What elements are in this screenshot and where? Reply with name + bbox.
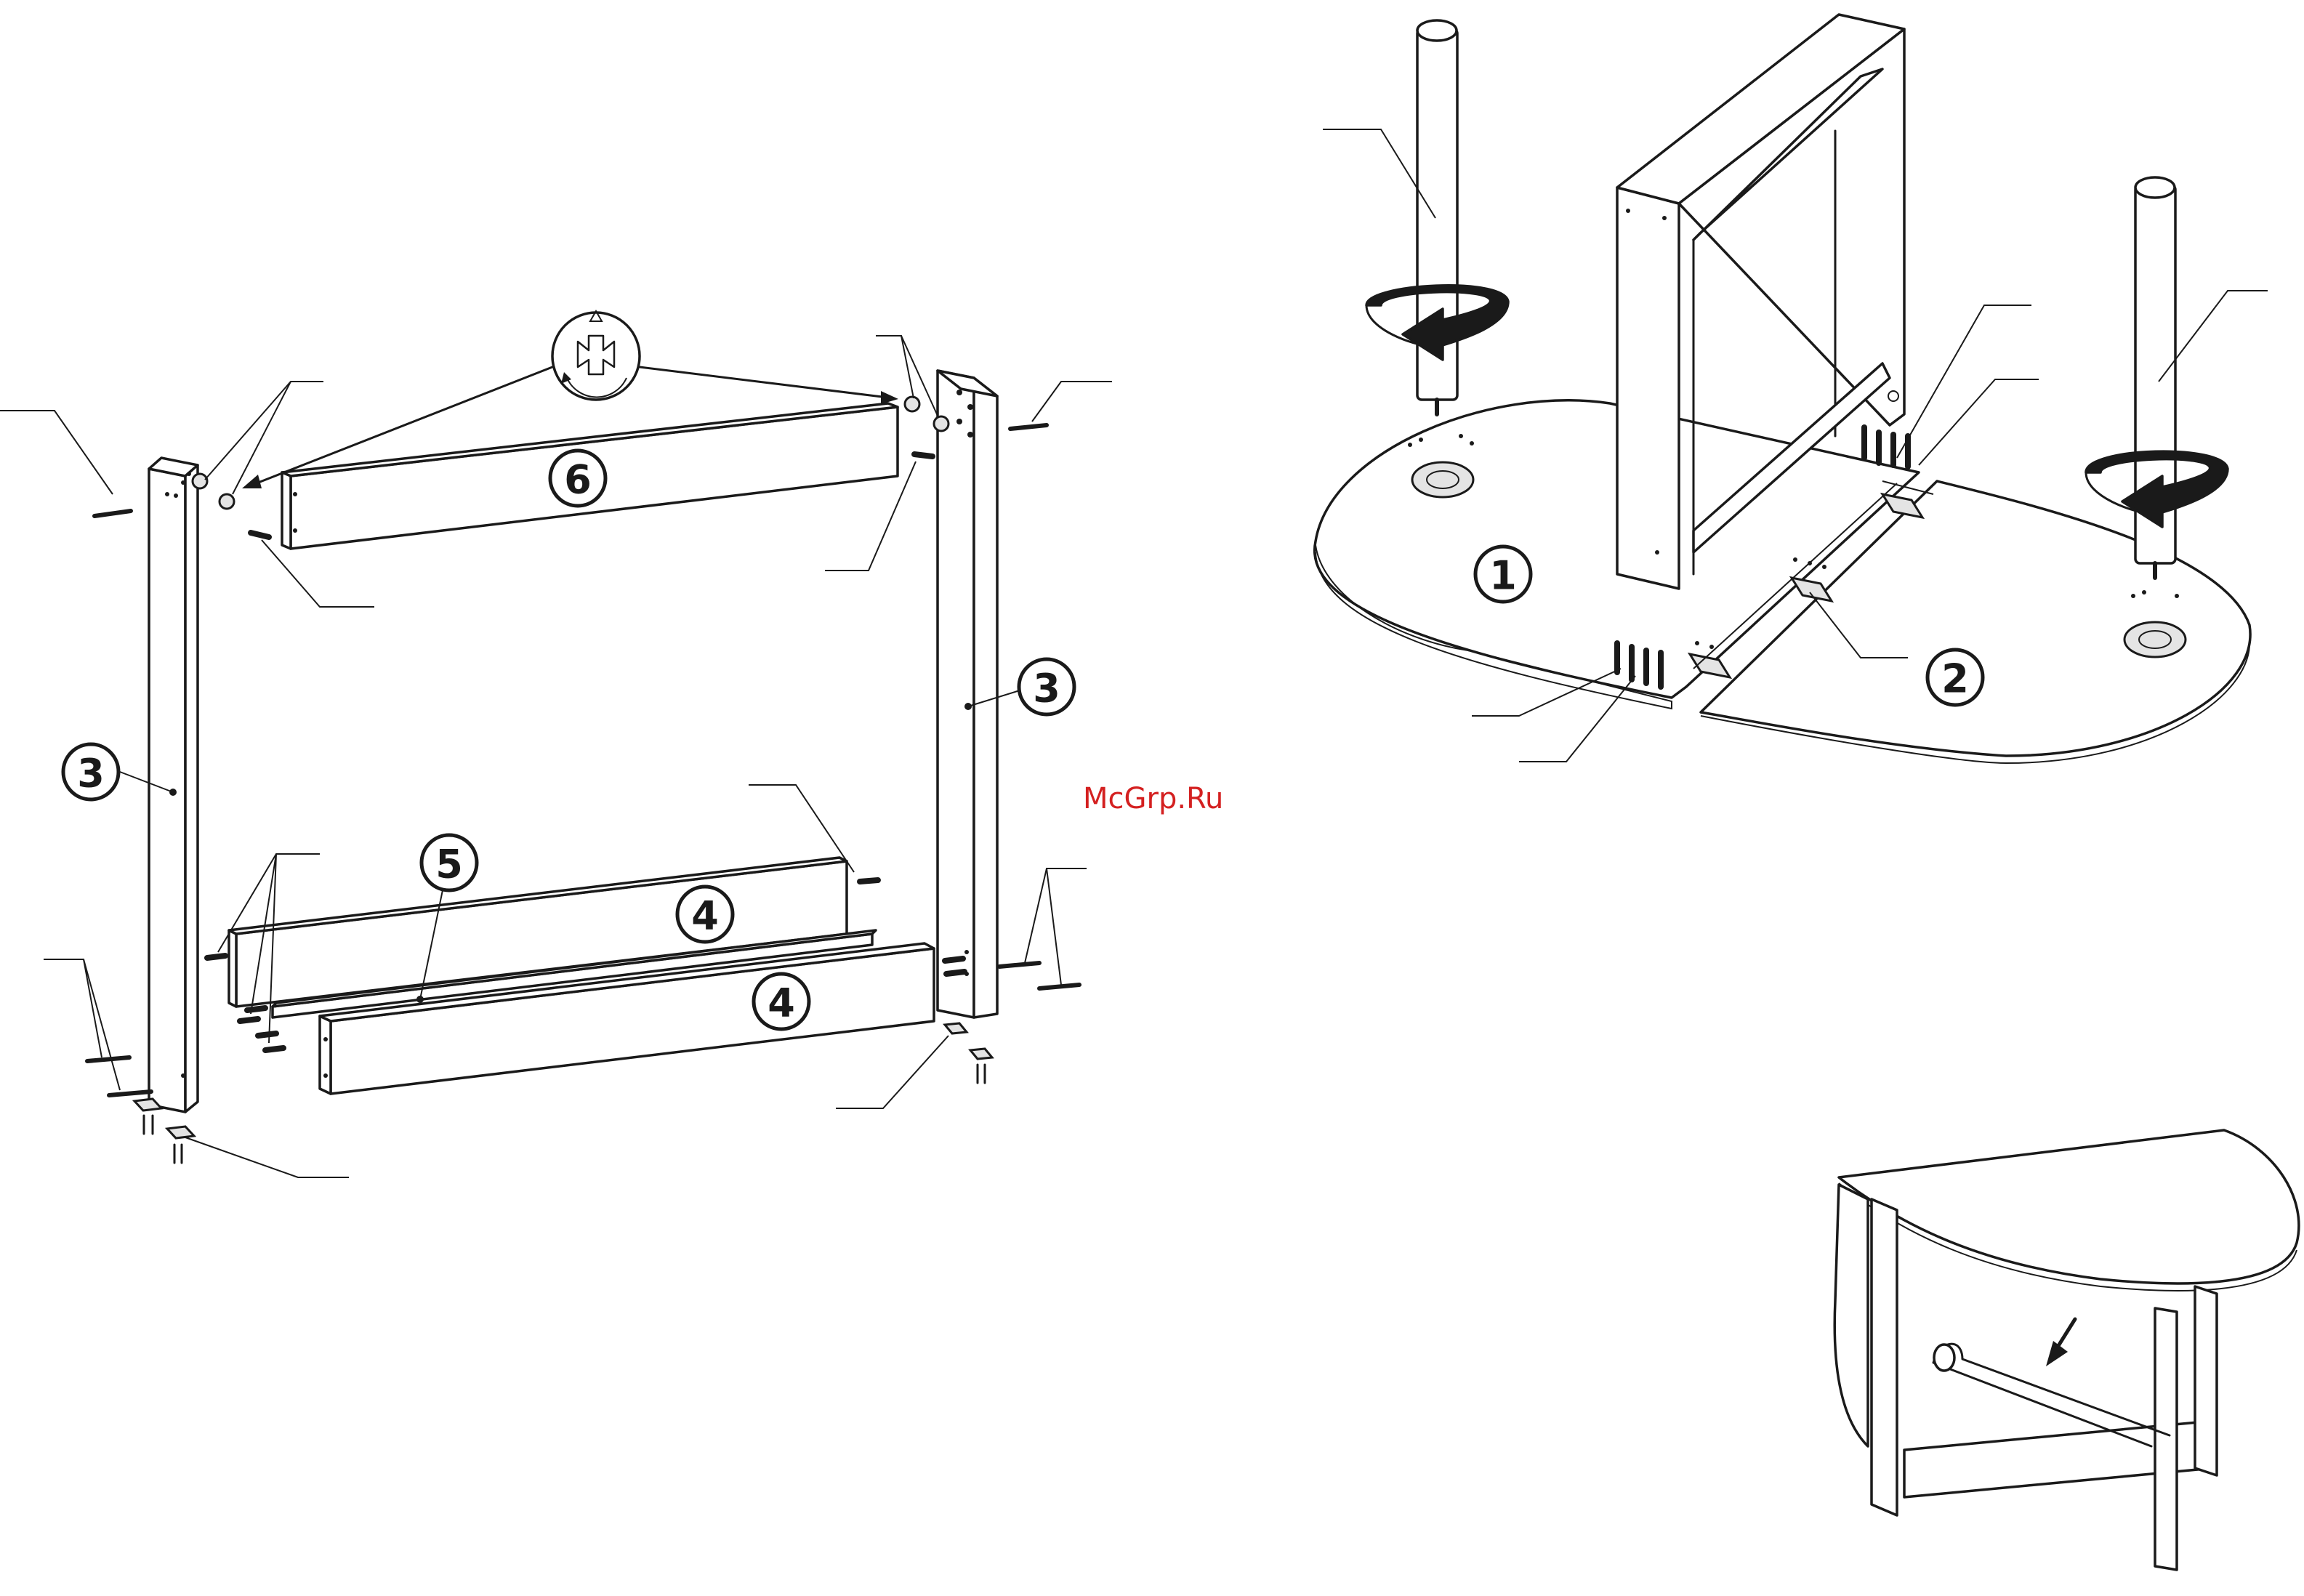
svg-text:2: 2 <box>1941 656 1969 702</box>
badge-top-rail: 6 <box>550 451 605 506</box>
svg-text:4: 4 <box>768 980 795 1026</box>
svg-text:3: 3 <box>1033 666 1060 712</box>
svg-text:6: 6 <box>564 457 592 503</box>
svg-text:5: 5 <box>435 842 463 887</box>
finished-tabletop <box>1839 1130 2299 1283</box>
badge-lower-rail-front: 4 <box>754 974 809 1029</box>
right-post <box>938 371 997 1017</box>
push-arrow-icon <box>2046 1319 2075 1366</box>
watermark: McGrp.Ru <box>1083 782 1223 815</box>
finished-table <box>1834 1130 2299 1570</box>
tabletop-assembly <box>1315 15 2268 763</box>
svg-text:4: 4 <box>691 893 719 939</box>
left-leg <box>1366 20 1508 414</box>
badge-left-leaf: 1 <box>1475 547 1531 602</box>
svg-text:3: 3 <box>77 751 105 797</box>
badge-lower-rail-back: 4 <box>677 887 733 942</box>
left-post <box>149 458 198 1112</box>
frame-assembly <box>0 311 1112 1177</box>
right-leg <box>2086 177 2228 578</box>
badge-hinge-joint: 2 <box>1928 650 1983 705</box>
svg-text:1: 1 <box>1489 553 1517 599</box>
